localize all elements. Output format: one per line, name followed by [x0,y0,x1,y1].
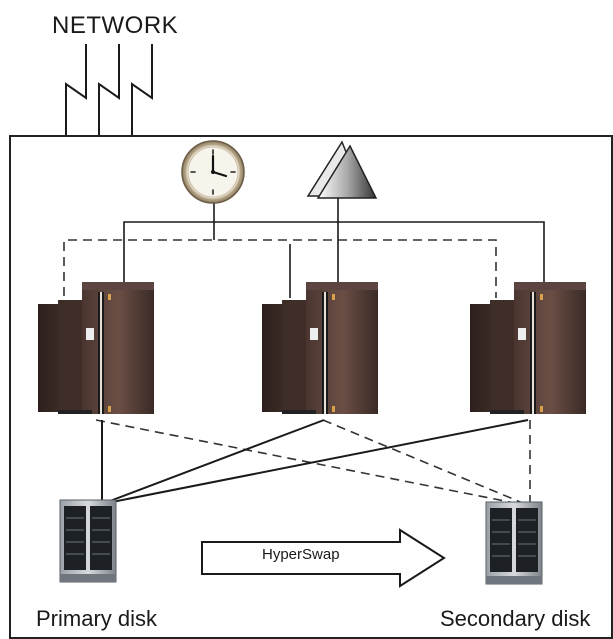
primary-disk-links [101,419,529,505]
primary-disk-icon [59,499,117,583]
sysplex-timer-icon [181,140,245,204]
coupling-dashed-lines [63,239,531,507]
coupling-facility-icon [306,140,378,199]
hyperswap-arrow [201,528,446,588]
network-label: NETWORK [52,12,179,39]
hyperswap-label: HyperSwap [262,546,340,563]
network-links [65,44,153,136]
primary-disk-label: Primary disk [36,606,158,631]
secondary-disk-icon [485,501,543,585]
secondary-disk-label: Secondary disk [440,606,591,631]
